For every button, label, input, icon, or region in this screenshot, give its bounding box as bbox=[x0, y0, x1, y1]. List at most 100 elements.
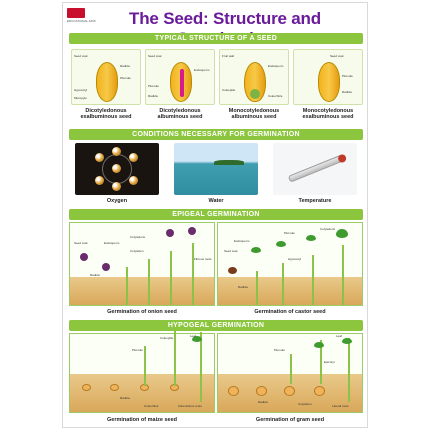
gram-seed-icon bbox=[284, 386, 295, 396]
water-sea-image bbox=[174, 143, 258, 195]
maize-leaf-icon bbox=[192, 336, 202, 342]
castor-seed-icon bbox=[228, 267, 237, 274]
section-heading-structure: TYPICAL STRUCTURE OF A SEED bbox=[69, 33, 363, 44]
dicot-exalbuminous-seed-icon bbox=[96, 62, 118, 102]
castor-label: Radicle bbox=[238, 285, 249, 289]
onion-seed-coat-icon bbox=[188, 227, 196, 235]
castor-label: Hypocotyl bbox=[288, 257, 302, 261]
maize-label: Plumule bbox=[132, 348, 143, 352]
gram-leaf-icon bbox=[342, 338, 352, 344]
gram-label: Lateral roots bbox=[332, 404, 349, 408]
gram-label: Cotyledon bbox=[298, 402, 312, 406]
publisher-logo bbox=[67, 8, 85, 18]
caption-dicot-albuminous: Dicotyledonous albuminous seed bbox=[157, 108, 203, 120]
castor-seedling-stem bbox=[256, 271, 258, 305]
onion-seedling-stem bbox=[148, 259, 150, 305]
caption-temperature: Temperature bbox=[298, 198, 332, 204]
maize-shoot-stem bbox=[200, 332, 202, 402]
electron-icon bbox=[129, 153, 138, 162]
maize-label: Coleorhiza bbox=[144, 404, 159, 408]
monocot-exalbuminous-seed-icon bbox=[318, 62, 340, 102]
caption-oxygen: Oxygen bbox=[106, 198, 128, 204]
onion-seed-icon bbox=[80, 253, 88, 261]
section-heading-hypogeal: HYPOGEAL GERMINATION bbox=[69, 320, 363, 331]
caption-onion-germination: Germination of onion seed bbox=[107, 309, 177, 315]
gram-shoot-stem bbox=[320, 340, 322, 384]
onion-seedling-stem bbox=[126, 267, 128, 305]
seed-label: Micropyle bbox=[74, 96, 87, 100]
onion-label: Cotyledon bbox=[130, 249, 144, 253]
cotyledon-leaf-icon bbox=[306, 235, 316, 241]
seed-label: Endosperm bbox=[268, 64, 284, 68]
maize-label: Coleoptile bbox=[160, 336, 174, 340]
onion-label: Seed coat bbox=[74, 241, 88, 245]
maize-label: Radicle bbox=[120, 396, 131, 400]
seed-card-monocot-albuminous: Fruit wall Endosperm Coleoptile Coleorhi… bbox=[219, 49, 289, 105]
seed-card-dicot-albuminous: Seed coat Endosperm Plumule Radicle bbox=[145, 49, 215, 105]
onion-seed-icon bbox=[102, 263, 110, 271]
seed-label: Seed coat bbox=[148, 54, 162, 58]
gram-seed-icon bbox=[228, 386, 239, 396]
caption-dicot-exalbuminous: Dicotyledonous exalbuminous seed bbox=[80, 108, 132, 120]
castor-germination-panel: Endosperm Seed coat Cotyledons Plumule R… bbox=[217, 222, 363, 306]
electron-icon bbox=[95, 153, 104, 162]
section-heading-conditions: CONDITIONS NECESSARY FOR GERMINATION bbox=[69, 129, 363, 140]
castor-seedling-stem bbox=[312, 255, 314, 305]
maize-seed-icon bbox=[82, 384, 91, 391]
maize-shoot-stem bbox=[144, 346, 146, 386]
onion-label: Radicle bbox=[90, 273, 101, 277]
maize-label: Leaf bbox=[190, 334, 196, 338]
soil-layer bbox=[70, 277, 214, 305]
gram-shoot-stem bbox=[348, 338, 350, 402]
cotyledon-leaf-icon bbox=[251, 247, 261, 253]
gram-seed-icon bbox=[314, 386, 325, 396]
maize-germination-panel: Leaf Plumule Coleoptile Radicle Coleorhi… bbox=[69, 330, 215, 413]
gram-leaf-icon bbox=[314, 342, 324, 348]
maize-seed-icon bbox=[110, 384, 119, 391]
castor-label: Plumule bbox=[284, 231, 295, 235]
castor-seedling-stem bbox=[342, 245, 344, 305]
caption-maize-germination: Germination of maize seed bbox=[107, 417, 177, 423]
seed-label: Seed coat bbox=[74, 54, 88, 58]
electron-icon bbox=[129, 176, 138, 185]
seed-label: Radicle bbox=[148, 94, 159, 98]
castor-label: Endosperm bbox=[234, 239, 250, 243]
gram-seed-icon bbox=[256, 386, 267, 396]
castor-seedling-stem bbox=[282, 263, 284, 305]
soil-layer bbox=[218, 277, 362, 305]
seed-card-dicot-exalbuminous: Seed coat Radicle Plumule Hypocotyl Micr… bbox=[71, 49, 141, 105]
cotyledon-leaf-icon bbox=[276, 241, 286, 247]
electron-icon bbox=[112, 182, 121, 191]
publisher-logo-text: EDUCATIONAL AIDS bbox=[67, 19, 96, 23]
seed-label: Coleoptile bbox=[222, 88, 236, 92]
onion-label: Cotyledons bbox=[130, 235, 146, 239]
oxygen-molecule-image bbox=[75, 143, 159, 195]
onion-germination-panel: Seed coat Endosperm Cotyledons Cotyledon… bbox=[69, 222, 215, 306]
caption-monocot-exalbuminous: Monocotyledonous exalbuminous seed bbox=[302, 108, 354, 120]
caption-gram-germination: Germination of gram seed bbox=[255, 417, 325, 423]
onion-seedling-stem bbox=[192, 243, 194, 305]
soil-layer bbox=[70, 374, 214, 412]
caption-water: Water bbox=[208, 198, 224, 204]
seed-label: Seed coat bbox=[330, 54, 344, 58]
gram-shoot-stem bbox=[290, 354, 292, 384]
seed-label: Hypocotyl bbox=[74, 88, 88, 92]
seed-label: Endosperm bbox=[194, 68, 210, 72]
seed-label: Plumule bbox=[148, 84, 159, 88]
poster: EDUCATIONAL AIDS The Seed: Structure and… bbox=[62, 2, 368, 428]
onion-seedling-stem bbox=[170, 251, 172, 305]
onion-label: Endosperm bbox=[104, 241, 120, 245]
seed-label: Fruit wall bbox=[222, 54, 235, 58]
gram-label: Leaf bbox=[336, 334, 342, 338]
gram-label: Plumule bbox=[274, 348, 285, 352]
castor-label: Cotyledons bbox=[320, 227, 336, 231]
gram-label: Epicotyl bbox=[324, 360, 335, 364]
seed-card-monocot-exalbuminous: Seed coat Plumule Radicle bbox=[293, 49, 363, 105]
dicot-albuminous-seed-icon bbox=[170, 62, 192, 102]
cotyledon-leaf-icon bbox=[336, 229, 348, 238]
caption-monocot-albuminous: Monocotyledonous albuminous seed bbox=[228, 108, 280, 120]
section-heading-epigeal: EPIGEAL GERMINATION bbox=[69, 209, 363, 220]
castor-label: Seed coat bbox=[224, 249, 238, 253]
seed-label: Radicle bbox=[342, 90, 353, 94]
maize-label: Adventitious roots bbox=[178, 404, 202, 408]
